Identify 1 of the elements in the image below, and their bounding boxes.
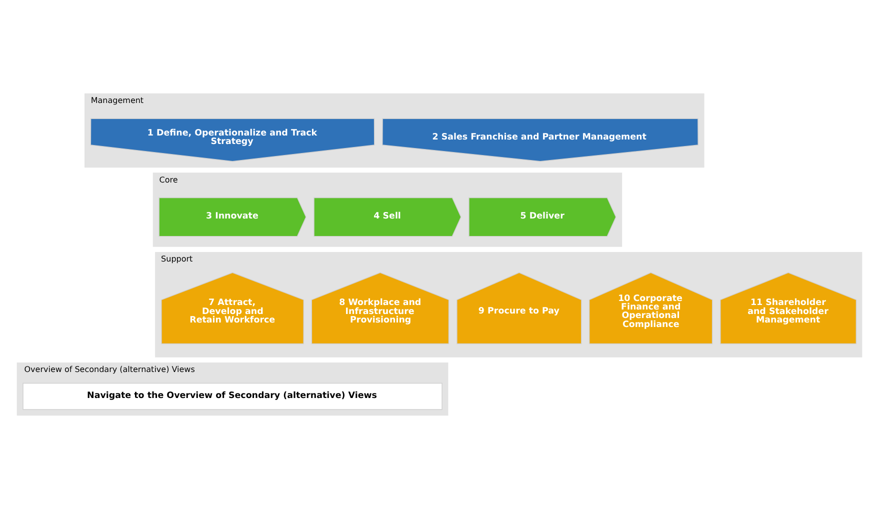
node-box: Navigate to the Overview of Secondary (alternative) Views [22, 382, 442, 410]
